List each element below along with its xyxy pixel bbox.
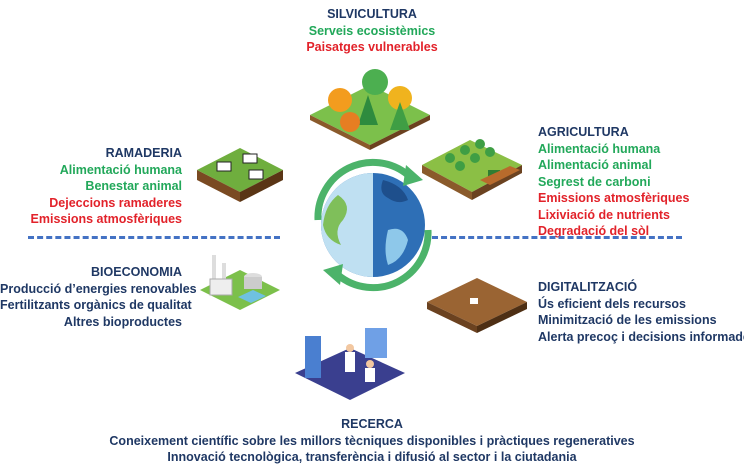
silvicultura-block: SILVICULTURA Serveis ecosistèmics Paisat… [272,6,472,56]
recerca-item: Innovació tecnològica, transferència i d… [167,450,577,464]
divider-right [432,236,682,239]
forest-illustration [310,69,430,150]
ramaderia-title: RAMADERIA [105,146,182,160]
livestock-illustration [197,148,283,202]
bioeconomia-item: Producció d’energies renovables [0,281,197,296]
globe-cycle-icon [314,158,432,292]
bioeconomia-block: BIOECONOMIA Producció d’energies renovab… [0,264,197,330]
agricultura-item: Degradació del sòl [538,224,650,238]
divider-left [28,236,280,239]
ramaderia-item: Dejeccions ramaderes [49,195,182,210]
digitalitzacio-item: Ús eficient dels recursos [538,296,686,311]
agricultura-title: AGRICULTURA [538,125,629,139]
silvicultura-item: Serveis ecosistèmics [308,23,436,38]
digitalitzacio-item: Minimització de les emissions [538,313,717,327]
agricultura-item: Alimentació humana [538,141,661,156]
bioeconomia-item: Fertilitzants orgànics de qualitat [0,298,192,312]
ramaderia-item: Alimentació humana [59,162,182,177]
silvicultura-title: SILVICULTURA [327,7,417,21]
agricultura-item: Segrest de carboni [538,174,651,189]
ramaderia-item: Emissions atmosfèriques [30,212,182,226]
bioeconomia-item: Altres bioproductes [63,314,182,329]
agriculture-illustration [422,139,522,200]
agricultura-item: Alimentació animal [538,158,652,172]
digital-farming-illustration [427,274,527,333]
bioeconomia-title: BIOECONOMIA [91,265,182,279]
digitalitzacio-item: Alerta precoç i decisions informades [538,329,744,344]
digitalitzacio-block: DIGITALITZACIÓ Ús eficient dels recursos… [538,279,744,345]
agricultura-block: AGRICULTURA Alimentació humana Alimentac… [538,124,689,240]
agricultura-item: Emissions atmosfèriques [538,191,690,205]
recerca-item: Coneixement científic sobre les millors … [109,433,635,448]
ramaderia-item: Benestar animal [85,179,182,193]
silvicultura-item: Paisatges vulnerables [306,40,438,54]
research-lab-illustration [295,328,405,400]
ramaderia-block: RAMADERIA Alimentació humana Benestar an… [20,145,182,228]
agricultura-item: Lixiviació de nutrients [538,207,670,222]
digitalitzacio-title: DIGITALITZACIÓ [538,280,638,294]
recerca-title: RECERCA [341,417,403,431]
recerca-block: RECERCA Coneixement científic sobre les … [0,416,744,466]
bioenergy-plant-illustration [200,255,280,310]
